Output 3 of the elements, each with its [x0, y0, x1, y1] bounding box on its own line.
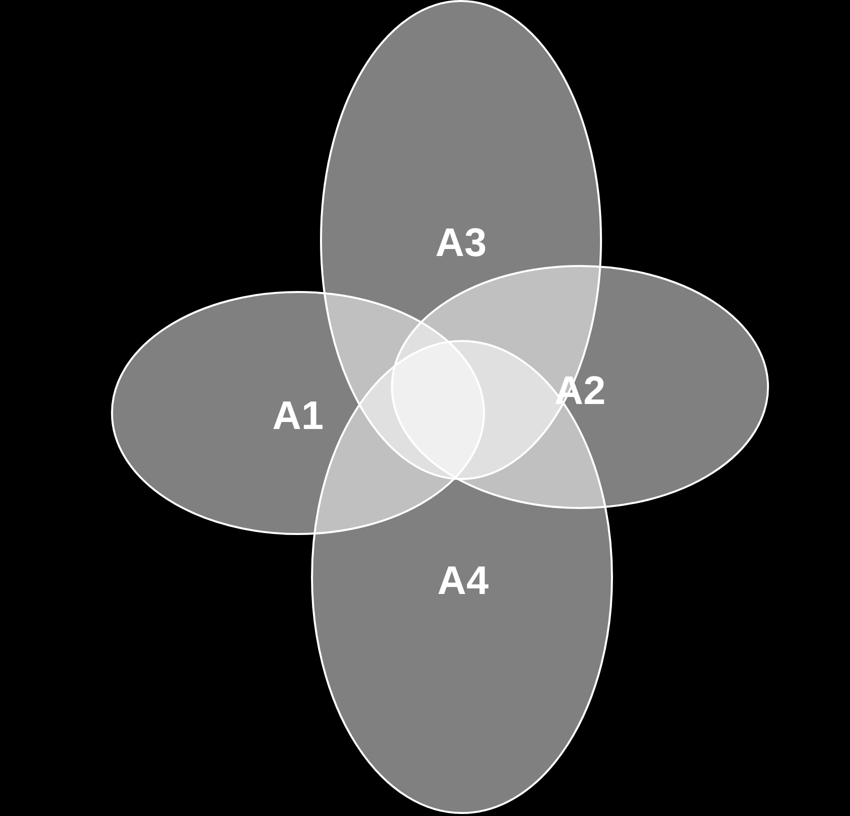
set-label: A1: [272, 396, 324, 436]
set-label: A4: [437, 561, 489, 601]
set-label: A3: [435, 223, 487, 263]
